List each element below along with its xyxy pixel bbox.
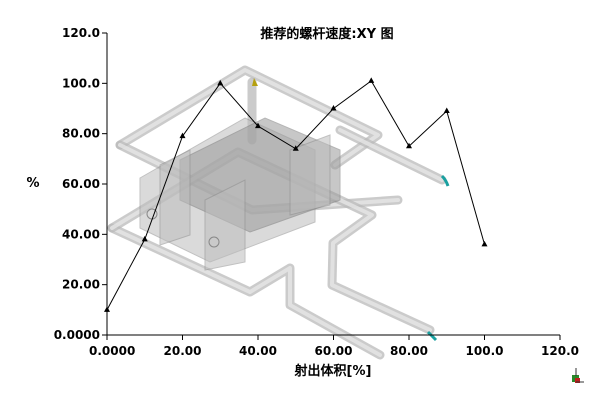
orientation-triad-icon bbox=[572, 368, 584, 383]
y-axis-label: % bbox=[26, 176, 39, 191]
data-point bbox=[217, 79, 224, 86]
y-tick-label: 40.00 bbox=[62, 227, 100, 241]
x-tick-group: 0.0000 20.00 40.00 60.00 80.00 100.0 120.0 bbox=[89, 335, 579, 358]
y-tick-label: 120.0 bbox=[62, 26, 100, 40]
x-tick-label: 40.00 bbox=[239, 344, 277, 358]
chart-title: 推荐的螺杆速度:XY 图 bbox=[260, 26, 393, 42]
data-point bbox=[292, 145, 299, 151]
data-point bbox=[481, 240, 488, 247]
series-layer bbox=[104, 77, 488, 312]
data-point bbox=[255, 122, 261, 129]
data-point bbox=[104, 306, 110, 312]
y-tick-label: 20.00 bbox=[62, 278, 100, 292]
y-tick-label: 0.0000 bbox=[54, 328, 100, 342]
data-point bbox=[141, 235, 148, 242]
y-tick-label: 100.0 bbox=[62, 76, 100, 90]
pipe-outlet-icon bbox=[426, 330, 438, 342]
pipe-inlet-icon bbox=[440, 174, 450, 187]
mold-hole bbox=[208, 236, 220, 248]
data-point bbox=[179, 132, 186, 139]
data-point bbox=[443, 107, 450, 114]
mold-rib bbox=[289, 134, 331, 216]
x-axis-label: 射出体积[%] bbox=[294, 363, 372, 379]
mold-model-illustration bbox=[107, 65, 450, 360]
data-point bbox=[406, 142, 412, 149]
x-tick-label: 0.0000 bbox=[89, 344, 135, 358]
data-point bbox=[330, 105, 337, 111]
x-tick-label: 80.00 bbox=[390, 344, 428, 358]
mold-rib bbox=[204, 179, 246, 271]
y-tick-label: 80.00 bbox=[62, 127, 100, 141]
y-tick-label: 60.00 bbox=[62, 177, 100, 191]
x-tick-label: 20.00 bbox=[164, 344, 202, 358]
x-tick-label: 60.00 bbox=[315, 344, 353, 358]
data-point bbox=[368, 77, 375, 83]
x-tick-label: 100.0 bbox=[466, 344, 504, 358]
x-tick-label: 120.0 bbox=[541, 344, 579, 358]
gate-marker-icon bbox=[252, 78, 258, 86]
mold-rib bbox=[159, 149, 191, 246]
y-tick-group: 0.0000 20.00 40.00 60.00 80.00 100.0 120.0 bbox=[54, 26, 107, 342]
